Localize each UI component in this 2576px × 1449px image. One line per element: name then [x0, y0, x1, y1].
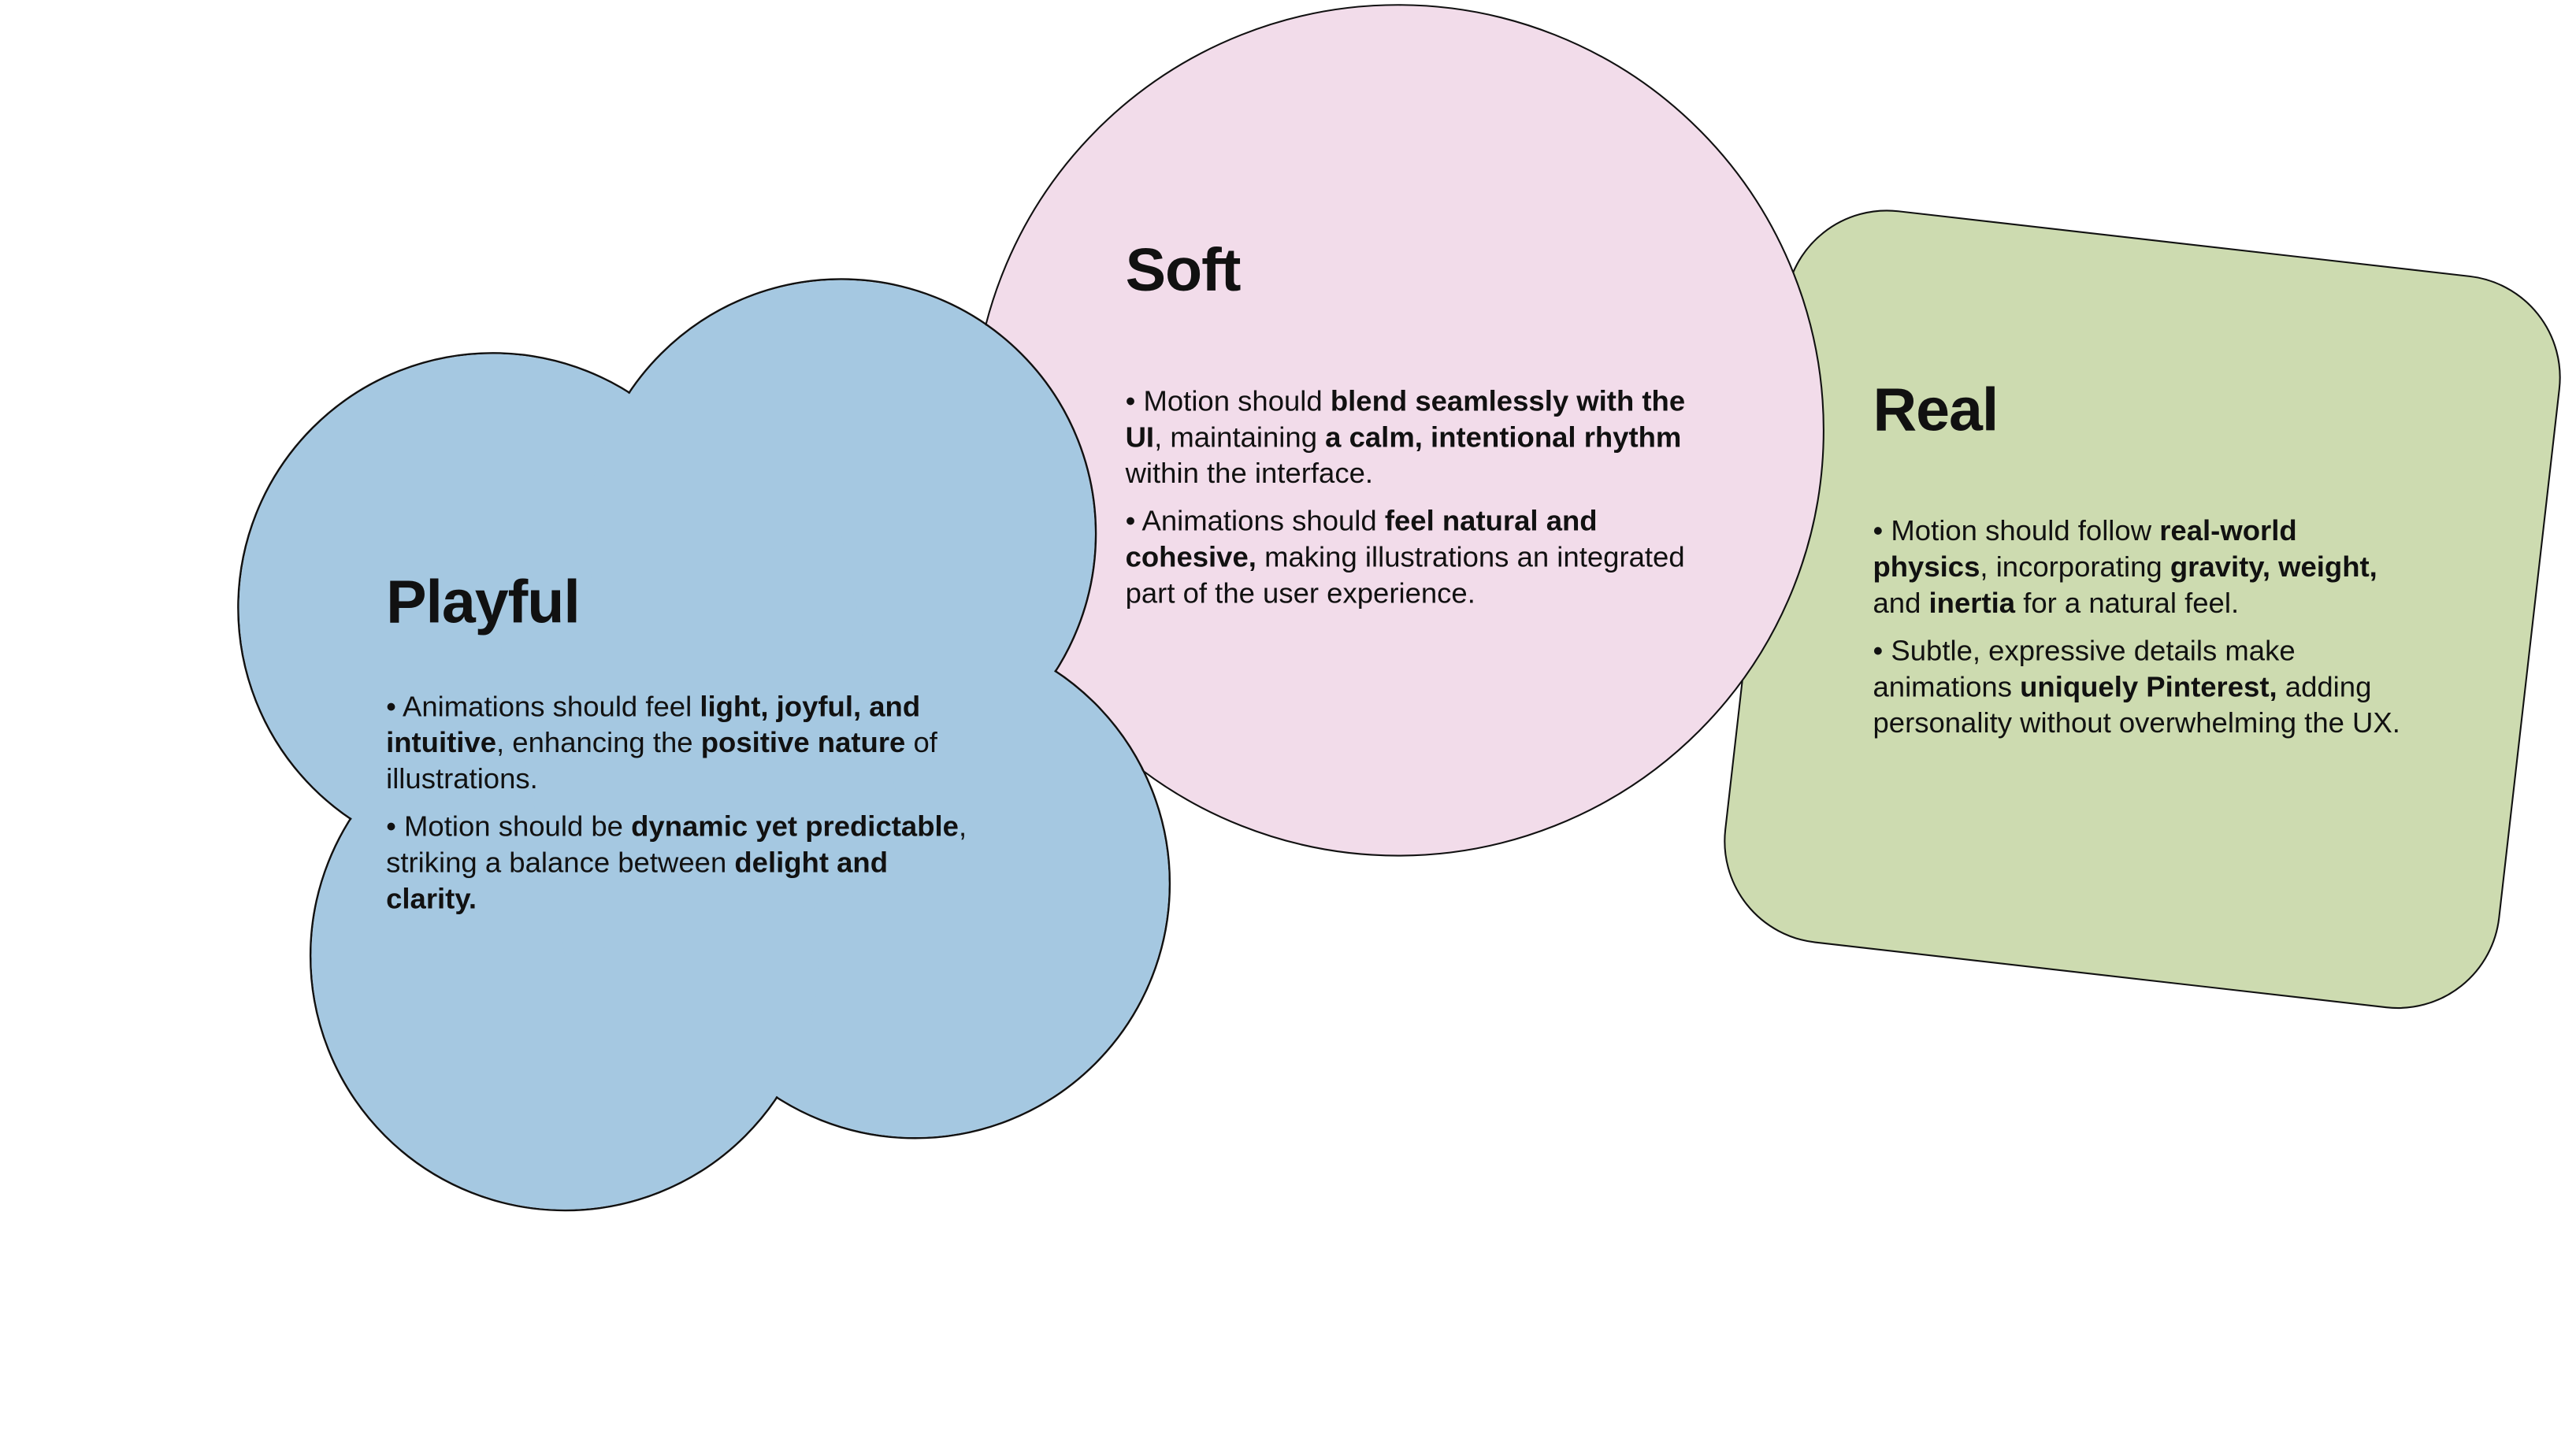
text: making illustrations an integrated part …: [1125, 540, 1685, 610]
real-title: Real: [1873, 376, 1999, 444]
playful-flower-shape: [237, 278, 1171, 1212]
playful-card: Playful • Animations should feel light, …: [386, 566, 978, 928]
text: • Motion should: [1125, 384, 1331, 417]
text: within the interface.: [1125, 456, 1374, 490]
soft-bullet: • Motion should blend seamlessly with th…: [1126, 383, 1692, 491]
text: adding personality without overwhelming …: [1873, 669, 2400, 739]
text: , enhancing the: [496, 725, 701, 759]
playful-bullet: • Animations should feel light, joyful, …: [386, 688, 978, 797]
soft-bullet: • Animations should feel natural and coh…: [1126, 502, 1692, 611]
real-bullets: • Motion should follow real-world physic…: [1873, 513, 2415, 741]
bold-text: inertia: [1928, 586, 2016, 620]
text: , incorporating: [1980, 550, 2170, 584]
text: • Subtle, expressive details make animat…: [1873, 634, 2296, 703]
text: and: [1873, 586, 1929, 620]
text: • Motion should be: [386, 810, 632, 843]
bold-text: delight and clarity.: [386, 846, 889, 915]
text: • Motion should follow: [1873, 513, 2160, 547]
playful-bullet: • Motion should be dynamic yet predictab…: [386, 808, 978, 917]
bold-text: a calm, intentional rhythm: [1325, 420, 1682, 454]
real-card: Real • Motion should follow real-world p…: [1873, 374, 2415, 752]
text: , striking a balance between: [386, 810, 967, 879]
text: of illustrations.: [386, 725, 937, 795]
real-bullet: • Subtle, expressive details make animat…: [1873, 632, 2415, 741]
text: • Animations should: [1125, 504, 1385, 537]
playful-bullets: • Animations should feel light, joyful, …: [386, 688, 978, 917]
soft-title: Soft: [1125, 236, 1242, 304]
text: • Animations should feel: [386, 689, 700, 723]
bold-text: real-world physics: [1873, 513, 2297, 584]
playful-title: Playful: [386, 568, 581, 636]
real-bullet: • Motion should follow real-world physic…: [1873, 513, 2415, 621]
soft-bullets: • Motion should blend seamlessly with th…: [1126, 383, 1692, 611]
bold-text: positive nature: [700, 725, 906, 759]
text: for a natural feel.: [2015, 586, 2240, 620]
text: , maintaining: [1154, 420, 1326, 454]
bold-text: light, joyful, and intuitive: [386, 689, 921, 759]
bold-text: uniquely Pinterest,: [2020, 669, 2277, 703]
bold-text: blend seamlessly with the UI: [1125, 384, 1686, 454]
bold-text: dynamic yet predictable: [631, 810, 959, 843]
bold-text: gravity, weight,: [2170, 550, 2377, 584]
bold-text: feel natural and cohesive,: [1125, 504, 1598, 573]
soft-card: Soft • Motion should blend seamlessly wi…: [1126, 235, 1692, 622]
